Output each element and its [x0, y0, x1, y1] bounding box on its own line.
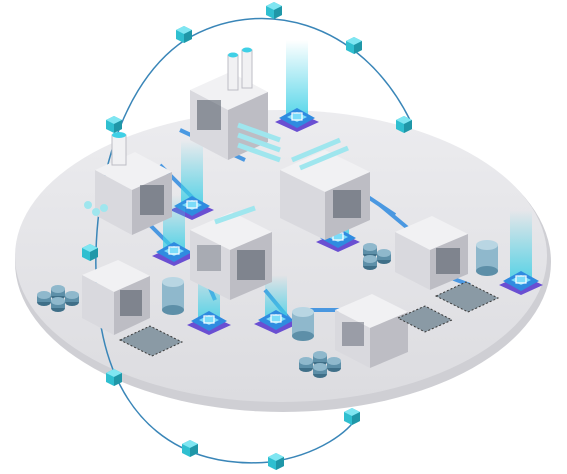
factory-middle — [190, 205, 272, 300]
data-cube-8 — [182, 440, 198, 457]
factory-bottom-center — [335, 294, 408, 368]
storage-tank-mid — [292, 307, 314, 341]
network-node-left — [169, 140, 215, 221]
treatment-pool-right — [434, 281, 500, 313]
network-node-top — [274, 40, 320, 133]
network-node-mid-low — [253, 275, 299, 335]
factory-bottom-left — [82, 260, 150, 335]
factory-center-right — [280, 137, 370, 240]
network-node-right — [498, 210, 544, 296]
data-cube-5 — [106, 116, 122, 133]
storage-tank-left — [162, 277, 184, 315]
treatment-pool-left — [118, 325, 184, 357]
storage-tank-right — [476, 240, 498, 276]
treatment-pool-bottom — [396, 305, 454, 333]
factory-left — [84, 132, 172, 235]
data-cube-10 — [344, 408, 360, 425]
data-cube-2 — [176, 26, 192, 43]
data-cube-1 — [266, 2, 282, 19]
data-cube-3 — [346, 37, 362, 54]
data-cube-9 — [268, 453, 284, 470]
factory-right — [395, 216, 468, 290]
factory-top — [190, 47, 281, 163]
